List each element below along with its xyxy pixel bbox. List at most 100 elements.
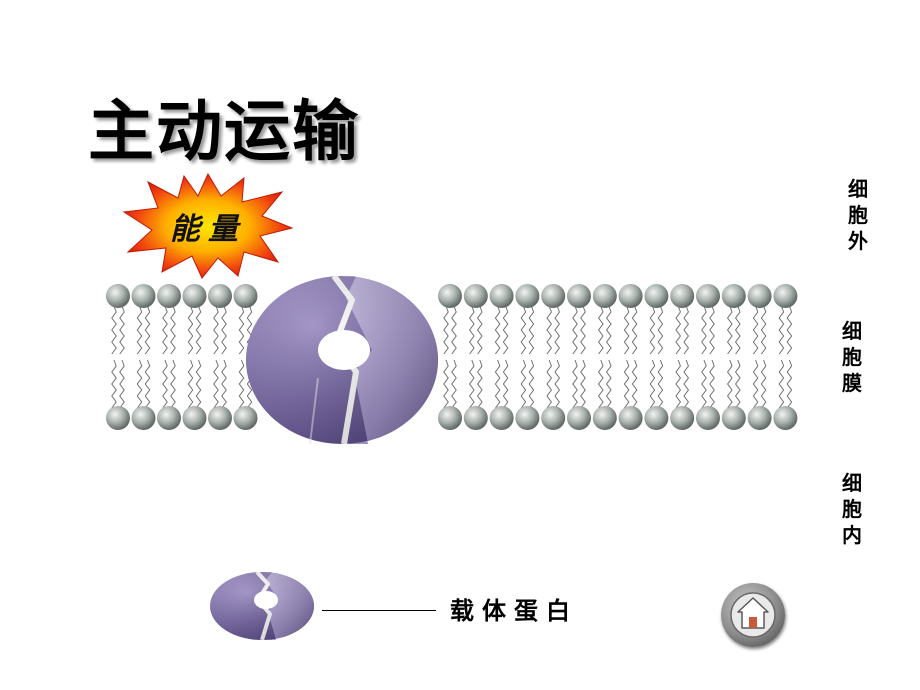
lipid-tail [494,305,501,355]
lipid-tail [119,305,125,355]
page-title: 主动运输 [88,93,360,170]
lipid-tail [213,305,219,355]
lipid-tail [502,305,509,355]
carrier-protein [246,274,438,445]
lipid-tail [187,305,194,355]
home-icon [730,592,776,638]
lipid-head [208,406,232,430]
lipid-tail [111,359,117,409]
lipid-head [721,284,746,308]
lipid-tail [760,305,767,355]
lipid-tail [726,359,733,409]
lipid-tail [476,305,483,355]
lipid-tail [476,359,483,409]
lipid-tail [119,359,125,409]
lipid-tail [701,359,707,409]
lipid-tail [631,305,638,355]
lipid-tail [554,305,561,355]
lipid-tail [675,305,682,355]
energy-burst: 能量 [122,172,294,280]
lipid-tail [238,359,245,409]
lipid-tail [623,359,630,409]
lipid-tail [709,359,715,409]
lipid-tail [528,305,535,355]
lipid-tail [786,359,793,409]
lipid-tail [195,359,202,409]
energy-label: 能量 [170,212,246,247]
lipid-head [438,406,462,430]
lipid-head [438,284,462,308]
lipid-tail [546,305,553,355]
lipid-head [541,284,566,308]
lipid-tail [187,359,194,409]
lipid-head [515,284,540,308]
lipid-tail [468,359,475,409]
lipid-head [567,284,591,308]
lipid-head [567,406,591,430]
lipid-tail [709,305,715,355]
lipid-tail [554,359,561,409]
home-button[interactable] [721,583,785,647]
lipid-tail [572,359,578,409]
lipid-head [131,406,156,430]
lipid-head [463,406,488,430]
label-inside-cell: 细胞内 [842,471,862,547]
lipid-head [618,284,643,308]
lipid-head [208,284,232,308]
lipid-tail [580,359,586,409]
lipid-tail [468,305,475,355]
lipid-tail [502,359,509,409]
lipid-tail [631,359,638,409]
lipid-tail [605,305,612,355]
lipid-tail [162,305,168,355]
lipid-head [233,406,258,430]
lipid-tail [213,359,219,409]
lipid-tail [734,305,741,355]
lipid-tail [605,359,612,409]
lipid-head [515,406,540,430]
lipid-tail [752,359,759,409]
lipid-head [618,406,643,430]
lipid-head [721,406,746,430]
lipid-tail [778,359,785,409]
lipid-tail [683,305,690,355]
label-outside-cell: 细胞外 [848,177,868,253]
lipid-head [157,406,181,430]
lipid-heads [106,284,798,430]
lipid-tails [111,305,793,409]
lipid-tail [726,305,733,355]
lipid-head [773,406,798,430]
lipid-head [592,284,617,308]
lipid-tail [136,305,143,355]
lipid-head [541,406,566,430]
lipid-tail [683,359,690,409]
lipid-head [157,284,181,308]
lipid-tail [170,305,176,355]
lipid-tail [786,305,793,355]
lipid-tail [221,359,227,409]
lipid-tail [451,305,457,355]
lipid-tail [580,305,586,355]
lipid-tail [546,359,553,409]
lipid-tail [623,305,630,355]
lipid-tail [734,359,741,409]
lipid-head [747,406,772,430]
lipid-head [773,284,798,308]
lipid-head [463,284,488,308]
lipid-tail [752,305,759,355]
lipid-tail [494,359,501,409]
lipid-tail [136,359,143,409]
legend-connector-line [322,610,436,611]
lipid-tail [778,305,785,355]
lipid-tail [649,305,656,355]
lipid-tail [597,359,604,409]
lipid-tail [238,305,245,355]
lipid-head [644,284,669,308]
lipid-tail [144,305,151,355]
lipid-tail [443,359,449,409]
lipid-head [233,284,258,308]
lipid-tail [760,359,767,409]
lipid-head [592,406,617,430]
lipid-tail [443,305,449,355]
